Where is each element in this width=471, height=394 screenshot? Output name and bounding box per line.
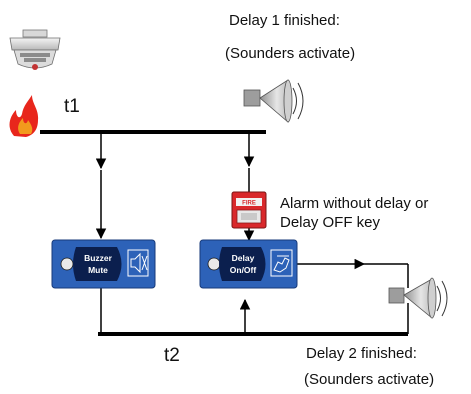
sounder-bottom-icon [388, 277, 448, 319]
smoke-detector-icon [9, 29, 61, 70]
delay-off-key-label: Delay OFF key [280, 214, 381, 231]
delay-label-line2: On/Off [230, 265, 257, 275]
delay-hand-icon [270, 249, 293, 277]
speaker-mute-icon [127, 249, 149, 277]
delay2-title: Delay 2 finished: [306, 345, 417, 362]
t1-label: t1 [64, 96, 80, 117]
t2-label: t2 [164, 345, 180, 366]
sounder-top-icon [243, 79, 304, 123]
call-point-text: FIRE [242, 201, 256, 207]
delay2-subtitle: (Sounders activate) [304, 371, 435, 388]
buzzer-label-line2: Mute [88, 265, 108, 275]
manual-call-point-icon: FIRE [231, 191, 267, 229]
buzzer-label-line1: Buzzer [84, 253, 113, 263]
delay-label-line1: Delay [232, 253, 255, 263]
alarm-without-delay-label: Alarm without delay or [280, 195, 429, 212]
flame-icon [9, 95, 39, 137]
delay1-subtitle: (Sounders activate) [225, 45, 356, 62]
buzzer-mute-button[interactable]: Buzzer Mute [51, 239, 156, 289]
connection-lines [40, 130, 409, 336]
delay-on-off-button[interactable]: Delay On/Off [199, 239, 298, 289]
delay1-title: Delay 1 finished: [229, 12, 340, 29]
